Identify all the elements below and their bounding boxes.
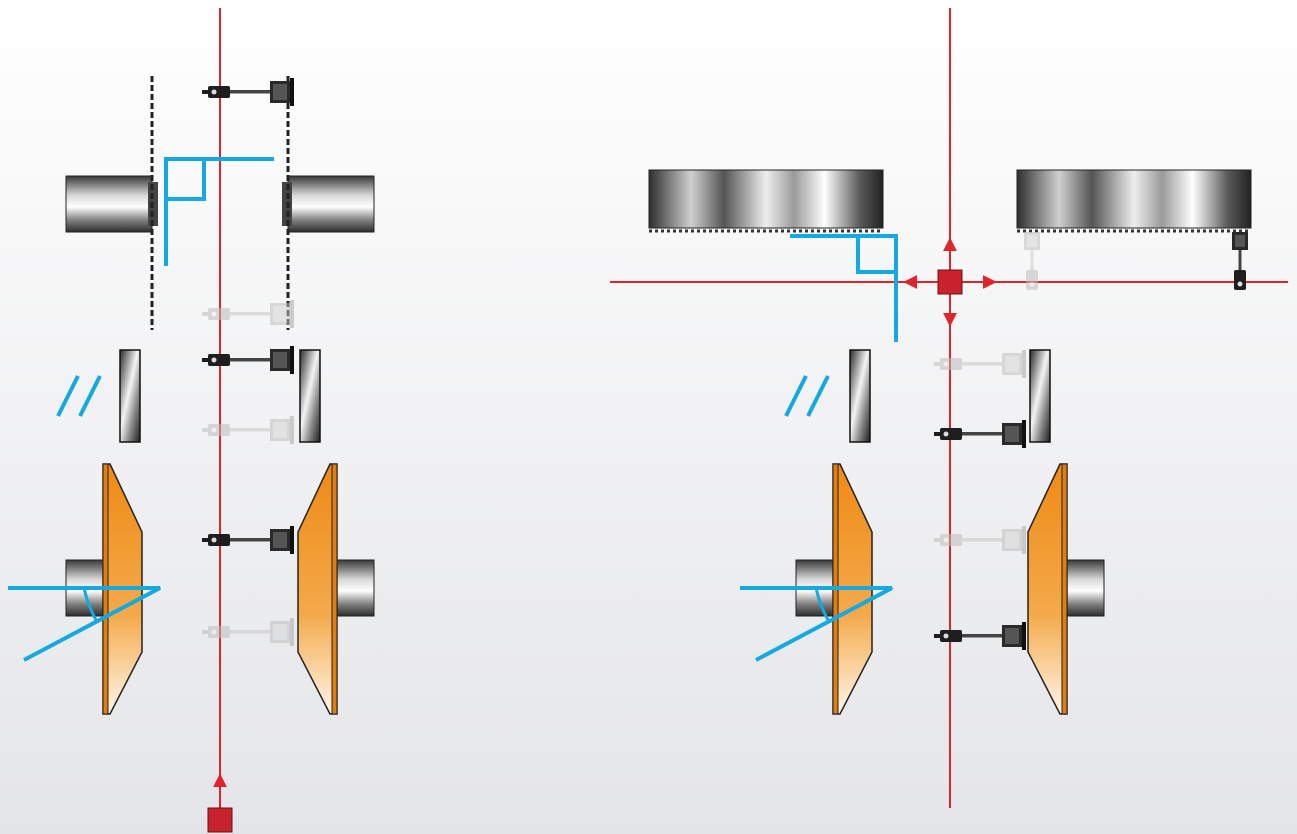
flat-blade-icon	[849, 349, 871, 443]
parallel-symbol	[56, 375, 80, 417]
tool-path	[790, 234, 898, 342]
tool-path-angle	[856, 236, 896, 274]
parallel-symbol	[806, 375, 830, 417]
right-panel	[610, 8, 1288, 808]
tool-path	[164, 157, 274, 266]
origin-marker	[937, 269, 963, 295]
cylindrical-roll-icon	[1016, 169, 1252, 233]
grinding-wheel-icon	[1027, 463, 1105, 715]
angle-arc	[814, 587, 830, 621]
flat-blade-icon	[299, 349, 321, 443]
angle-measure-path	[740, 586, 893, 662]
parallel-symbol	[78, 375, 102, 417]
origin-marker	[207, 807, 233, 833]
flat-blade-icon	[119, 349, 141, 443]
left-panel	[8, 8, 375, 833]
angle-arc	[82, 587, 98, 621]
tool-path-angle	[166, 159, 206, 201]
grinding-wheel-icon	[297, 463, 375, 715]
parallel-symbol	[784, 375, 808, 417]
cylindrical-roll-icon	[282, 175, 375, 233]
cylindrical-roll-icon	[65, 175, 158, 233]
flat-blade-icon	[1029, 349, 1051, 443]
cylindrical-roll-icon	[648, 169, 884, 233]
angle-measure-path	[8, 586, 161, 662]
